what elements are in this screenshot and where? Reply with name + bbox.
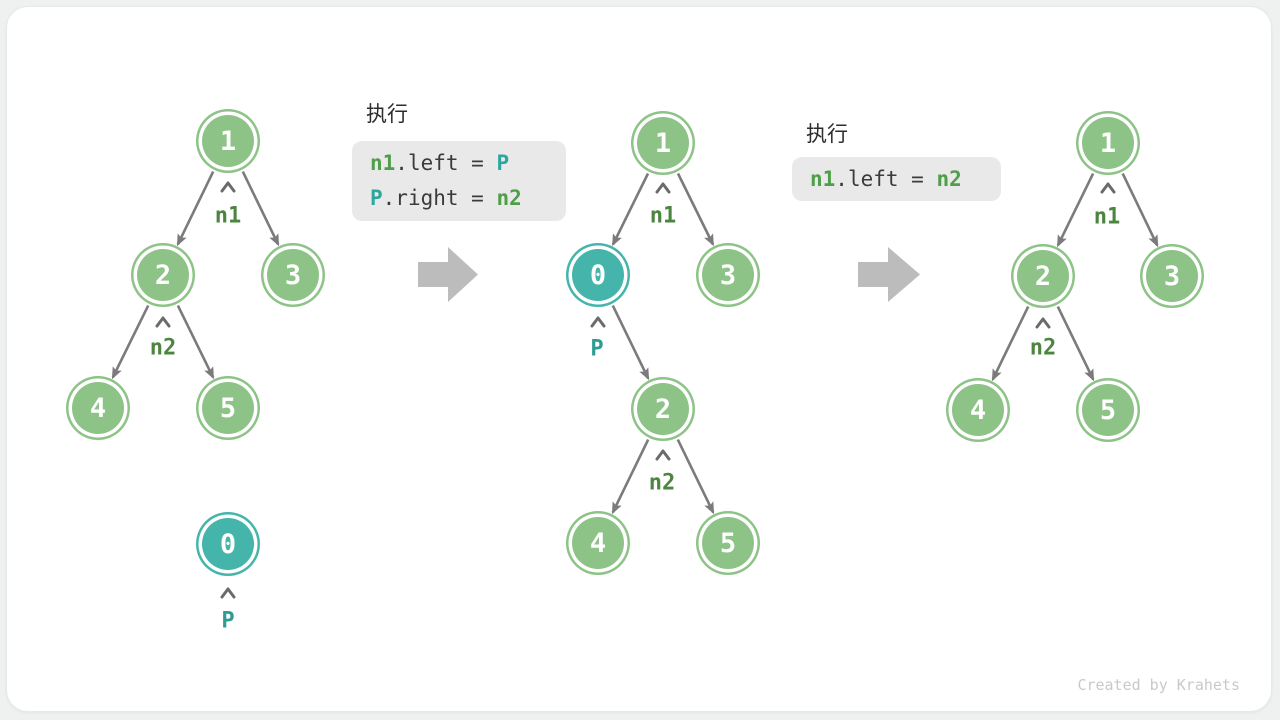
tree-middle-node-5: 5: [702, 517, 754, 569]
code-line: n1.left = n2: [810, 162, 1001, 197]
code-token: n1: [370, 151, 396, 175]
pointer-label-n1: n1: [649, 203, 677, 229]
pointer-label-p: P: [590, 336, 604, 362]
edge: [1056, 173, 1095, 248]
caret-up-icon: [220, 587, 236, 599]
edge: [676, 172, 715, 247]
exec2-code-block: n1.left = n2: [792, 157, 1001, 201]
tree-middle-node-1: 1: [637, 117, 689, 169]
code-token: n1: [810, 166, 836, 191]
code-token: P: [496, 151, 510, 175]
code-token: .left =: [395, 151, 497, 175]
tree-middle-node-4: 4: [572, 517, 624, 569]
tree-middle-node-3: 3: [702, 249, 754, 301]
edge: [176, 171, 215, 247]
caret-up-icon: [155, 316, 171, 328]
caret-up-icon: [590, 316, 606, 328]
tree-left-node-3: 3: [267, 249, 319, 301]
tree-right-node-1: 1: [1082, 117, 1134, 169]
edge: [676, 439, 715, 515]
tree-right-node-2: 2: [1017, 250, 1069, 302]
edge: [611, 439, 650, 515]
tree-left-node-1: 1: [202, 115, 254, 167]
pointer-label-n2: n2: [648, 470, 676, 496]
code-token: P: [370, 186, 383, 210]
tree-middle-edges: [611, 172, 715, 515]
code-line: P.right = n2: [370, 181, 566, 216]
watermark: Created by Krahets: [1077, 676, 1240, 694]
edge: [611, 305, 650, 381]
code-token: .left =: [835, 166, 937, 191]
code-token: n2: [936, 166, 962, 191]
tree-middle-node-2: 2: [637, 383, 689, 435]
code-line: n1.left = P: [370, 146, 566, 181]
tree-right-edges: [991, 173, 1159, 382]
exec1-title: 执行: [366, 102, 408, 126]
caret-up-icon: [1035, 317, 1051, 329]
tree-left-node-4: 4: [72, 382, 124, 434]
tree-middle-node-0: 0: [572, 249, 624, 301]
tree-right-node-3: 3: [1146, 250, 1198, 302]
tree-left-node-5: 5: [202, 382, 254, 434]
step-arrow-right-icon: [418, 247, 478, 302]
edge: [111, 305, 150, 380]
edge: [611, 172, 650, 247]
tree-left-node-2: 2: [137, 249, 189, 301]
step-arrow-right-icon: [858, 247, 920, 302]
pointer-label-n1: n1: [214, 203, 242, 229]
caret-up-icon: [1100, 182, 1116, 194]
edge: [1121, 173, 1159, 248]
caret-up-icon: [220, 181, 236, 193]
pointer-label-n2: n2: [149, 335, 177, 361]
edge: [1056, 306, 1095, 382]
exec2-title: 执行: [806, 122, 848, 146]
pointer-carets: [155, 181, 1116, 599]
code-token: n2: [496, 186, 522, 210]
tree-left-free-node-0: 0: [202, 518, 254, 570]
tree-right-node-5: 5: [1082, 384, 1134, 436]
caret-up-icon: [655, 449, 671, 461]
pointer-label-n1: n1: [1093, 204, 1121, 230]
edge: [176, 305, 215, 380]
code-token: .right =: [382, 186, 497, 210]
pointer-label-n2: n2: [1029, 335, 1057, 361]
tree-right-node-4: 4: [952, 384, 1004, 436]
pointer-label-p: P: [221, 608, 235, 634]
exec1-code-block: n1.left = P P.right = n2: [352, 141, 566, 221]
caret-up-icon: [655, 182, 671, 194]
edge: [991, 306, 1030, 382]
edge: [241, 171, 280, 247]
tree-left-edges: [111, 171, 280, 380]
step-arrows: [418, 247, 920, 302]
